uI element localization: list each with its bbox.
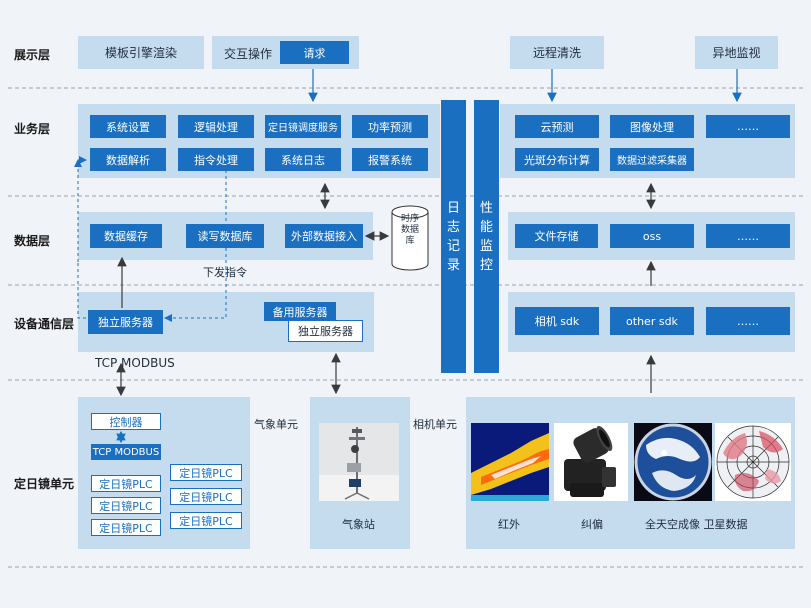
timeseries-db-label: 时序数据库 (400, 214, 419, 246)
log-bar: 日志记录 (441, 100, 466, 373)
heliostat-plc-box: 定日镜PLC (170, 464, 242, 481)
backup-server-box: 备用服务器 (264, 302, 336, 321)
business-box-right: 图像处理 (610, 115, 694, 138)
external-access-box: 外部数据接入 (285, 224, 363, 248)
infrared-label: 红外 (498, 518, 520, 531)
heliostat-plc-box: 定日镜PLC (91, 475, 161, 492)
business-box: 数据解析 (90, 148, 166, 171)
oss-box: oss (610, 224, 694, 248)
business-box: 系统日志 (265, 148, 341, 171)
layer-label-business: 业务层 (14, 122, 51, 136)
satellite-image (715, 423, 791, 501)
business-box: 定日镜调度服务 (265, 115, 341, 138)
weather-unit-label: 气象单元 (254, 418, 298, 431)
template-render-box: 模板引擎渲染 (78, 36, 204, 69)
allsky-satellite-label: 全天空成像 卫星数据 (645, 518, 748, 531)
business-box: 报警系统 (352, 148, 428, 171)
tcp-modbus-label: TCP MODBUS (95, 356, 175, 370)
timeseries-db-cylinder (391, 205, 429, 271)
business-box: 指令处理 (178, 148, 254, 171)
weather-station-label: 气象站 (342, 518, 375, 531)
business-box-right: 光斑分布计算 (515, 148, 599, 171)
layer-label-heliostat: 定日镜单元 (14, 477, 75, 491)
file-storage-box: 文件存储 (515, 224, 598, 248)
other-sdk-box: other sdk (610, 307, 694, 335)
business-box: 功率预测 (352, 115, 428, 138)
business-box: 逻辑处理 (178, 115, 254, 138)
remote-monitor-box: 异地监视 (695, 36, 778, 69)
controller-box: 控制器 (91, 413, 161, 430)
camera-unit-label: 相机单元 (413, 418, 457, 431)
camera-sdk-box: 相机 sdk (515, 307, 599, 335)
heliostat-plc-box: 定日镜PLC (91, 497, 161, 514)
heliostat-tcp-modbus-box: TCP MODBUS (91, 444, 161, 460)
standalone-server-box: 独立服务器 (88, 310, 163, 334)
rw-db-box: 读写数据库 (186, 224, 264, 248)
correction-label: 纠偏 (581, 518, 603, 531)
heliostat-plc-box: 定日镜PLC (170, 512, 242, 529)
business-box-right: 数据过滤采集器 (610, 148, 694, 171)
dispatch-cmd-label: 下发指令 (203, 266, 247, 279)
arrow-dispatch-cmd (164, 170, 227, 322)
business-box-right: …… (706, 115, 790, 138)
log-bar-label: 日志记录 (446, 200, 460, 273)
data-more-box: …… (706, 224, 790, 248)
infrared-image (471, 423, 549, 501)
weather-station-image (319, 423, 399, 501)
data-cache-box: 数据缓存 (90, 224, 162, 248)
arrow-dashed-server-loop (77, 262, 86, 319)
comm-more-box: …… (706, 307, 790, 335)
business-box: 系统设置 (90, 115, 166, 138)
layer-label-comm: 设备通信层 (14, 317, 75, 331)
correction-camera-image (554, 423, 628, 501)
allsky-image (634, 423, 712, 501)
request-button[interactable]: 请求 (280, 41, 349, 64)
standalone-server-2-box: 独立服务器 (288, 320, 363, 342)
layer-label-presentation: 展示层 (14, 48, 51, 62)
perf-bar: 性能监控 (474, 100, 499, 373)
perf-bar-label: 性能监控 (479, 200, 493, 273)
layer-label-data: 数据层 (14, 234, 51, 248)
business-box-right: 云预测 (515, 115, 599, 138)
heliostat-plc-box: 定日镜PLC (91, 519, 161, 536)
remote-clean-box: 远程清洗 (510, 36, 604, 69)
heliostat-plc-box: 定日镜PLC (170, 488, 242, 505)
interaction-label: 交互操作 (224, 47, 273, 61)
